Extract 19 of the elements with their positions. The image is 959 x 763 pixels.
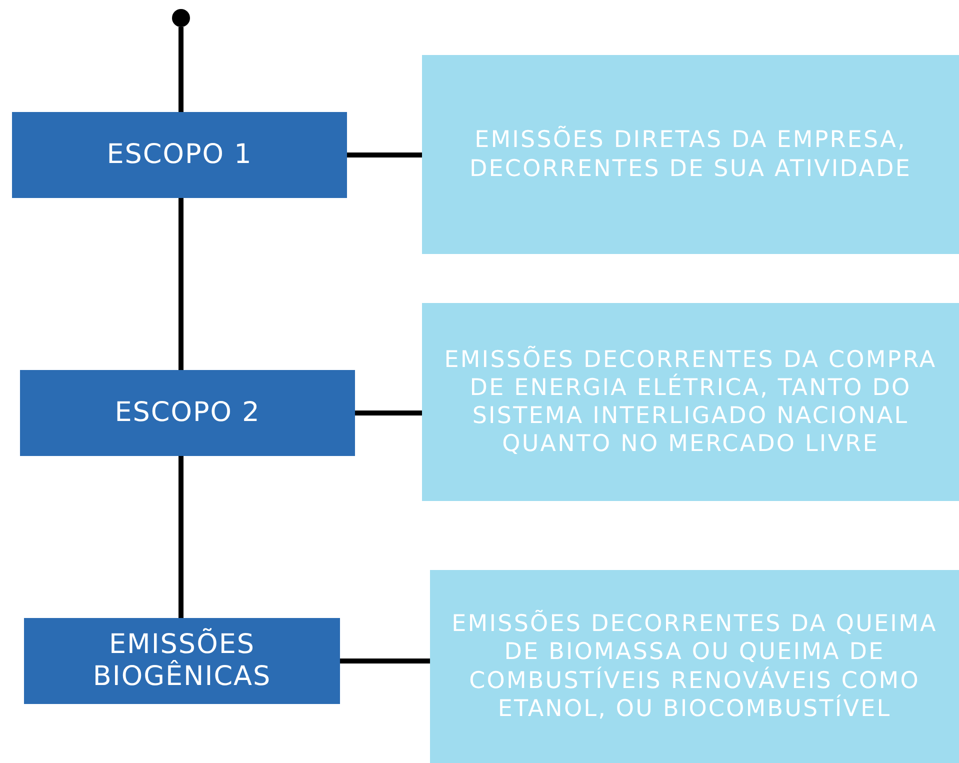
scope-label: ESCOPO 2 — [114, 396, 260, 430]
description-box — [422, 303, 959, 501]
scope-label: ESCOPO 1 — [106, 138, 252, 172]
connector-line — [178, 198, 184, 370]
description-box — [430, 570, 959, 763]
connector-line — [178, 27, 184, 112]
connector-line — [355, 410, 422, 416]
description-box — [422, 55, 959, 254]
scope-box — [24, 618, 340, 704]
start-dot — [172, 9, 190, 27]
connector-line — [340, 658, 430, 664]
scope-box — [12, 112, 347, 198]
description-text: EMISSÕES DECORRENTES DA COMPRA DE ENERGIA ELÉTRICA, TANTO DO SISTEMA INTERLIGADO NACIONAL QUANTO NO MERCADO LIVRE — [443, 346, 938, 458]
connector-line — [347, 152, 422, 158]
connector-line — [178, 456, 184, 618]
description-text: EMISSÕES DIRETAS DA EMPRESA, DECORRENTES DE SUA ATIVIDADE — [468, 126, 912, 183]
description-text: EMISSÕES DECORRENTES DA QUEIMA DE BIOMASSA OU QUEIMA DE COMBUSTÍVEIS RENOVÁVEIS COMO ETANOL, OU BIOCOMBUSTÍVEL — [450, 610, 938, 723]
scope-box — [20, 370, 355, 456]
scope-label: EMISSÕES BIOGÊNICAS — [92, 628, 272, 694]
